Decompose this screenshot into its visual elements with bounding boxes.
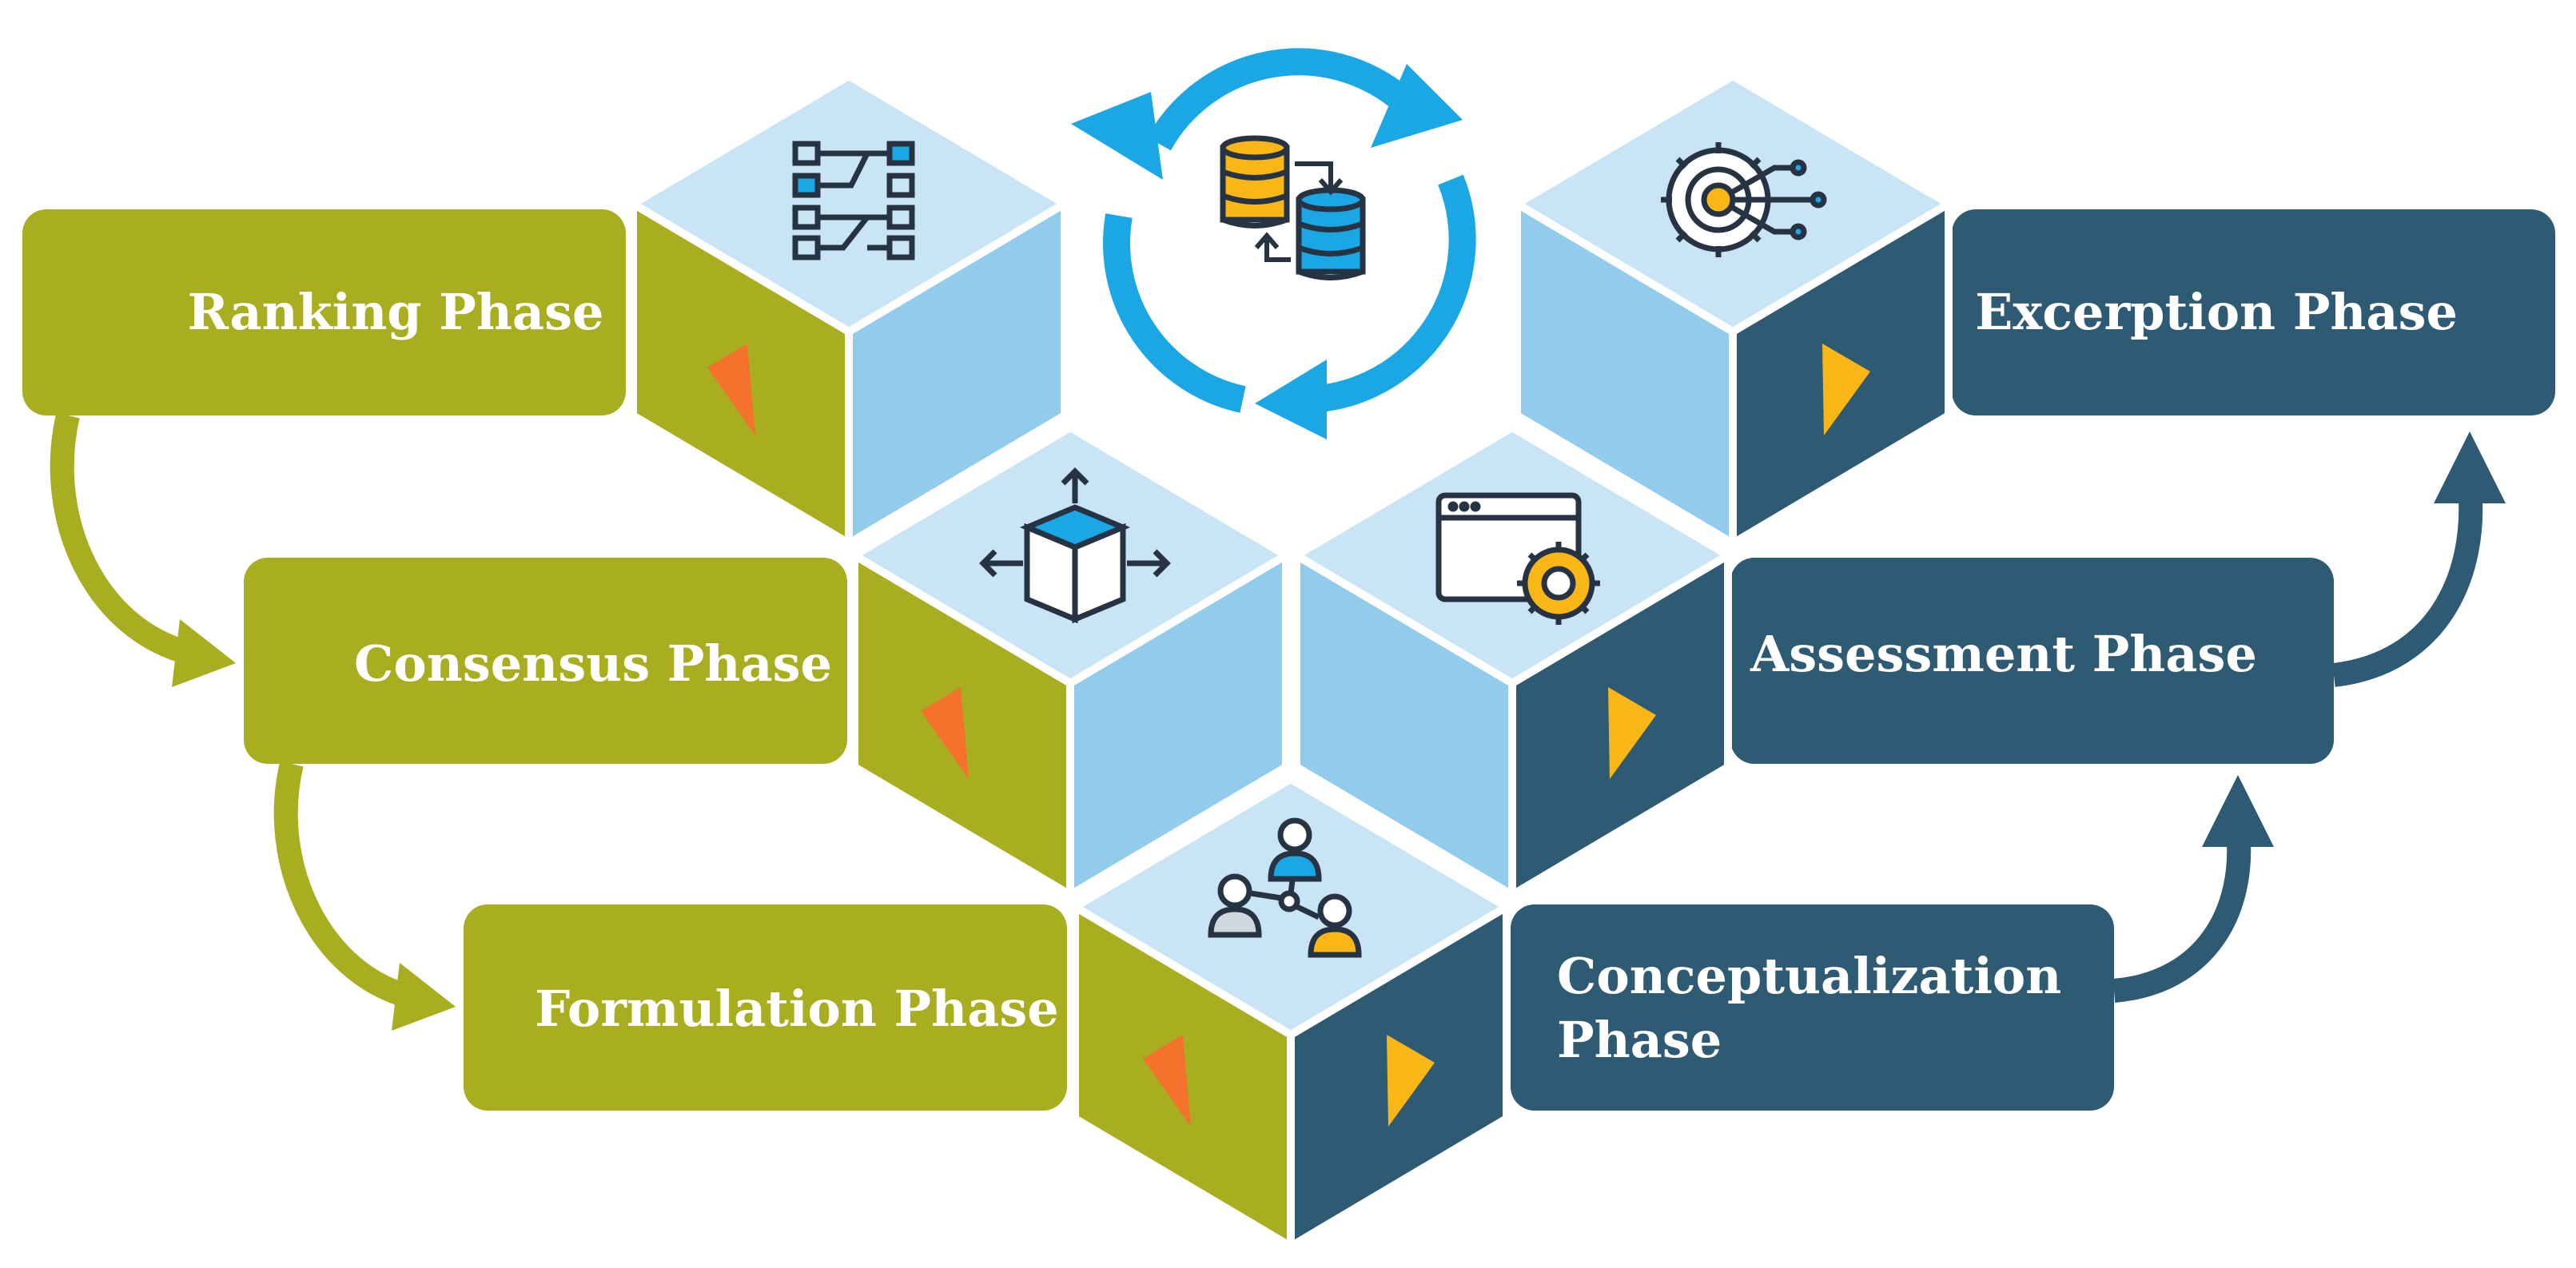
browser-gear-icon	[1435, 492, 1600, 625]
cycle-arrowhead	[1371, 64, 1463, 148]
phase-bar-excerption: Excerption Phase	[1952, 209, 2555, 415]
flow-arrow-conceptualization-to-assessment	[2112, 775, 2274, 1003]
cube-ranking	[625, 71, 1073, 551]
box-expand-icon	[979, 467, 1171, 624]
phase-bar-ranking: Ranking Phase	[22, 209, 626, 415]
direction-marker-left	[1143, 1035, 1191, 1127]
transfer-arrow-icon	[1254, 232, 1291, 262]
phase-label-consensus: Consensus Phase	[354, 634, 832, 693]
cycle-arrowhead	[1071, 92, 1163, 180]
flow-arrow-assessment-to-excerption	[2332, 431, 2506, 687]
database-cycle-icon	[1071, 48, 1476, 439]
phase-bar-assessment: Assessment Phase	[1730, 558, 2334, 764]
direction-marker-right	[1608, 687, 1656, 779]
phase-label-excerption: Excerption Phase	[1975, 283, 2458, 341]
phase-label-assessment: Assessment Phase	[1750, 625, 2257, 683]
direction-marker-right	[1387, 1035, 1435, 1127]
phase-label-conceptualization-line2: Phase	[1557, 1011, 1722, 1069]
database-icon	[1296, 187, 1366, 280]
database-icon	[1220, 135, 1290, 229]
phase-bar-formulation: Formulation Phase	[464, 904, 1067, 1111]
phase-bar-consensus: Consensus Phase	[244, 558, 847, 764]
gear-circuit-icon	[1661, 142, 1827, 257]
phase-label-formulation: Formulation Phase	[535, 980, 1058, 1038]
direction-marker-right	[1822, 344, 1870, 435]
cycle-arrowhead	[1255, 360, 1327, 439]
phase-label-conceptualization: Conceptualization	[1557, 947, 2061, 1005]
direction-marker-left	[921, 687, 969, 779]
network-people-icon	[1208, 817, 1362, 958]
phase-label-ranking: Ranking Phase	[188, 283, 604, 341]
flowchart-icon	[792, 141, 915, 260]
phase-bar-conceptualization: Conceptualization Phase	[1511, 904, 2114, 1111]
flow-arrow-consensus-to-formulation	[273, 761, 456, 1031]
direction-marker-left	[707, 344, 755, 435]
flow-arrow-ranking-to-consensus	[50, 412, 236, 687]
transfer-arrow-icon	[1295, 161, 1344, 196]
